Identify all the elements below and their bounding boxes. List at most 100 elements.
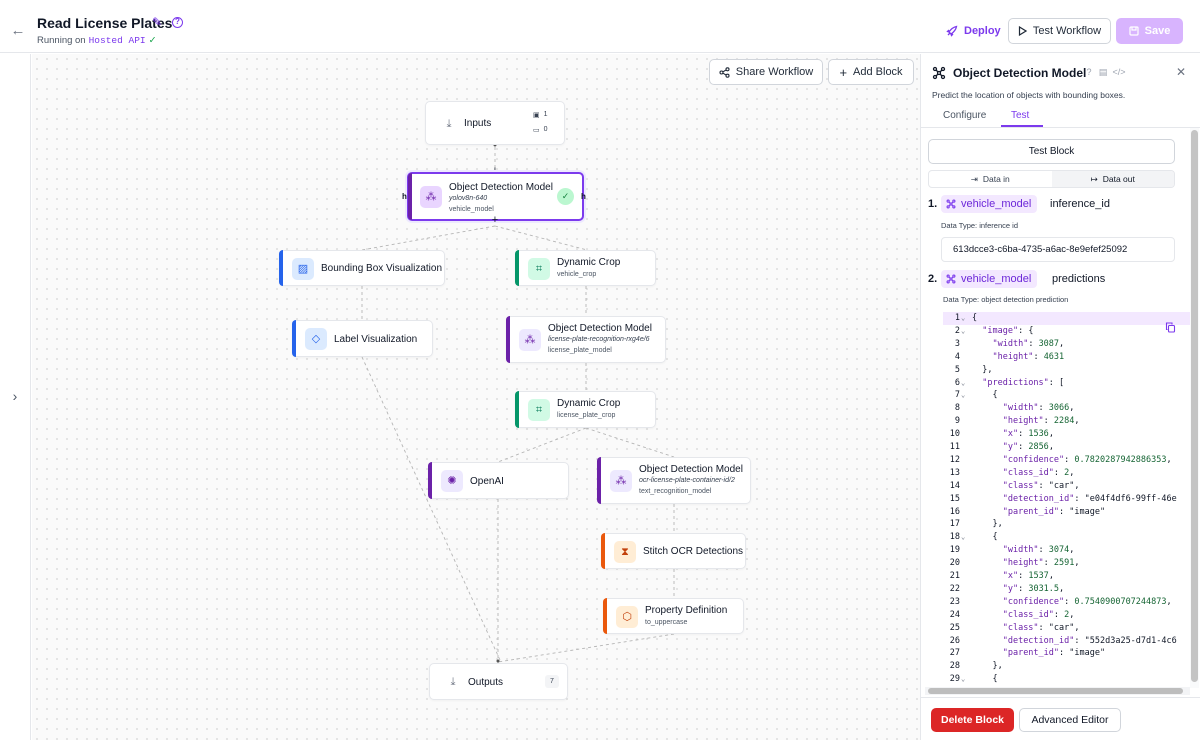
json-output-viewer[interactable]: 1⌄{2⌄ "image": {3 "width": 3087,4 "heigh… [943,312,1191,687]
code-line: 28 }, [943,660,1191,673]
fold-chevron-icon[interactable]: ⌄ [961,533,966,542]
horizontal-scrollbar-thumb[interactable] [928,688,1183,694]
workflow-canvas[interactable]: Share Workflow + Add Block ⤓ Inputs ▣1 ▭… [32,54,920,740]
node-step-name: text_recognition_model [639,488,712,495]
back-arrow-icon[interactable]: ← [10,22,26,39]
add-step-plus-icon[interactable]: + [491,214,499,226]
block-detail-panel: Object Detection Model ? ▤ </> ✕ Predict… [920,54,1200,740]
node-property-definition[interactable]: ⬡ Property Definition to_uppercase [603,598,744,634]
node-vehicle-model[interactable]: ⁂ Object Detection Model yolov8n-640 veh… [407,172,584,221]
openai-icon: ✺ [441,470,463,492]
share-workflow-button[interactable]: Share Workflow [709,59,823,85]
node-bounding-box-visualization[interactable]: ▨ Bounding Box Visualization [279,250,445,286]
node-color-bar [515,250,519,286]
code-text: }, [972,519,1003,530]
model-network-icon [946,199,956,209]
inputs-title: Inputs [464,118,492,129]
node-title: Bounding Box Visualization [321,263,443,274]
panel-title: Object Detection Model [953,66,1087,80]
add-step-plus-icon[interactable]: + [491,165,499,177]
code-line: 21 "x": 1537, [943,570,1191,583]
edge-lines [361,143,675,664]
left-handle-icon[interactable]: h [402,192,407,201]
fold-chevron-icon[interactable]: ⌄ [961,378,966,387]
node-license-plate-model[interactable]: ⁂ Object Detection Model license-plate-r… [506,316,666,363]
code-icon[interactable]: </> [1112,67,1126,77]
node-title: Property Definition [645,605,728,616]
save-button[interactable]: Save [1116,18,1183,44]
cube-icon: ⬡ [616,606,638,628]
node-vehicle-crop[interactable]: ⌗ Dynamic Crop vehicle_crop [515,250,656,286]
line-number: 27 [949,648,960,659]
data-in-option[interactable]: ⇥Data in [970,173,1010,185]
code-text: "y": 2856, [1002,442,1054,452]
fold-chevron-icon[interactable]: ⌄ [961,391,966,400]
node-color-bar [408,173,412,220]
code-text: "width": 3087, [992,338,1065,349]
help-icon[interactable]: ? [1086,67,1092,77]
node-title: Object Detection Model [639,464,743,475]
code-line: 24 "class_id": 2, [943,609,1191,622]
line-number: 25 [949,622,960,633]
line-number: 29 [949,674,960,685]
vertical-scrollbar-thumb[interactable] [1191,130,1198,682]
inference-id-value[interactable]: 613dcce3-c6ba-4735-a6ac-8e9efef25092 [941,237,1175,262]
test-block-button[interactable]: Test Block [928,139,1175,164]
node-step-name: license_plate_crop [557,412,616,419]
node-stitch-ocr-detections[interactable]: ⧗ Stitch OCR Detections [601,533,746,569]
test-workflow-label: Test Workflow [1032,25,1102,37]
line-number: 2 [954,325,960,336]
data-type-label: Data Type: inference id [941,221,1018,230]
node-text-recognition-model[interactable]: ⁂ Object Detection Model ocr-license-pla… [597,457,751,504]
fold-chevron-icon[interactable]: ⌄ [961,675,966,684]
right-handle-icon[interactable]: h [581,192,586,201]
docs-icon[interactable]: ▤ [1098,67,1108,77]
fold-chevron-icon[interactable]: ⌄ [961,326,966,335]
node-title: OpenAI [470,476,504,487]
inputs-node[interactable]: ⤓ Inputs ▣1 ▭0 [425,101,565,145]
fold-chevron-icon[interactable]: ⌄ [961,314,966,322]
code-line: 16 "parent_id": "image" [943,506,1191,519]
line-number: 21 [949,571,960,581]
close-icon[interactable]: ✕ [1175,65,1187,79]
crop-icon: ⌗ [528,258,550,280]
code-line: 11 "y": 2856, [943,441,1191,454]
node-color-bar [428,462,432,499]
add-block-button[interactable]: + Add Block [828,59,914,85]
help-icon[interactable]: ? [172,17,183,28]
delete-block-button[interactable]: Delete Block [931,708,1014,732]
test-workflow-button[interactable]: Test Workflow [1008,18,1111,44]
code-line: 6⌄ "predictions": [ [943,377,1191,390]
code-text: }, [972,661,1003,672]
deploy-button[interactable]: Deploy [938,18,1009,44]
code-line: 1⌄{ [943,312,1191,325]
chevron-right-icon[interactable]: › [12,388,18,404]
code-line: 7⌄ { [943,389,1191,402]
advanced-editor-button[interactable]: Advanced Editor [1019,708,1121,732]
line-number: 6 [954,377,960,388]
rocket-icon [946,25,958,37]
crop-icon: ⌗ [528,399,550,421]
tab-configure[interactable]: Configure [943,110,987,121]
code-line: 10 "x": 1536, [943,428,1191,441]
share-icon [719,66,730,78]
model-network-icon: ⁂ [420,186,442,208]
code-text: "detection_id": "e04f4df6-99ff-46e [1002,493,1177,504]
check-icon: ✓ [148,35,157,46]
node-label-visualization[interactable]: ◇ Label Visualization [292,320,433,357]
tab-test[interactable]: Test [1011,110,1030,121]
line-number: 3 [954,338,960,349]
code-line: 22 "y": 3031.5, [943,583,1191,596]
node-step-name: license_plate_model [548,347,612,354]
code-line: 9 "height": 2284, [943,415,1191,428]
line-number: 8 [954,403,960,414]
edit-pencil-icon[interactable]: ✎ [152,15,163,29]
data-out-option[interactable]: ↦Data out [1051,171,1174,187]
node-openai[interactable]: ✺ OpenAI [428,462,569,499]
model-network-icon [946,274,956,284]
node-color-bar [597,457,601,504]
outputs-node[interactable]: ⤓ Outputs 7 [429,663,568,700]
copy-icon[interactable] [1165,322,1176,333]
node-license-plate-crop[interactable]: ⌗ Dynamic Crop license_plate_crop [515,391,656,428]
